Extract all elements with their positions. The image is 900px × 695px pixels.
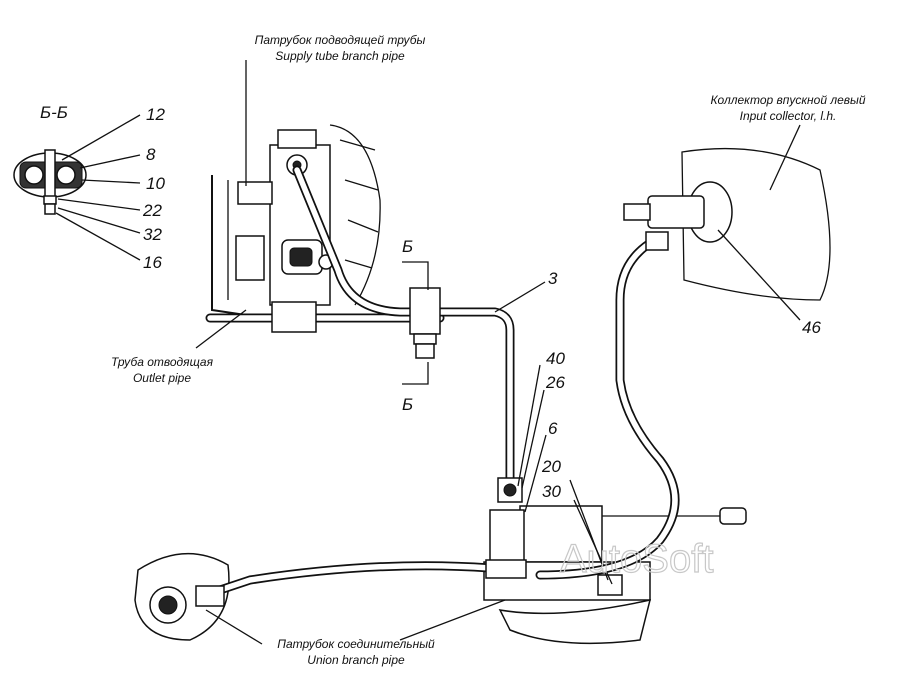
section-detail: Б-Б 12 8 10 22 32 16 bbox=[13, 103, 165, 272]
inlet-fitting bbox=[497, 477, 523, 503]
callout-22: 22 bbox=[142, 201, 162, 220]
callout-16: 16 bbox=[143, 253, 162, 272]
supply-tube: Б Б 3 bbox=[292, 165, 558, 490]
section-label: Б-Б bbox=[40, 103, 68, 122]
pipe-section-left bbox=[24, 165, 44, 185]
watermark: AutoSoft bbox=[560, 537, 713, 581]
leader-46 bbox=[717, 229, 801, 321]
caption-outlet-ru: Труба отводящая bbox=[111, 355, 214, 369]
caption-supply-ru: Патрубок подводящей трубы bbox=[255, 33, 426, 47]
callout-26: 26 bbox=[545, 373, 565, 392]
leader-20 bbox=[569, 479, 609, 581]
housing-cap bbox=[277, 129, 317, 149]
callout-3: 3 bbox=[548, 269, 558, 288]
hose-fitting-left bbox=[195, 585, 225, 607]
pipe-section-right bbox=[56, 165, 76, 185]
union-branch bbox=[134, 552, 527, 641]
caption-outlet-en: Outlet pipe bbox=[133, 371, 191, 385]
glow-plug-tip bbox=[623, 203, 651, 221]
caption-supply-en: Supply tube branch pipe bbox=[275, 49, 405, 63]
callout-20: 20 bbox=[541, 457, 561, 476]
callout-32: 32 bbox=[143, 225, 162, 244]
block-ribs bbox=[339, 139, 379, 269]
leader-26 bbox=[521, 389, 545, 489]
union-fitting-core bbox=[158, 595, 178, 615]
washer bbox=[43, 195, 57, 205]
nut bbox=[44, 203, 56, 215]
tube-clamp bbox=[409, 287, 441, 335]
leader-collector bbox=[769, 124, 801, 191]
clamp-nut bbox=[415, 343, 435, 359]
input-collector: 46 bbox=[535, 147, 831, 580]
hose-fitting-right bbox=[485, 559, 527, 579]
heater-front bbox=[489, 509, 525, 563]
leader-32 bbox=[57, 207, 141, 234]
leader-6 bbox=[524, 434, 547, 513]
callout-12: 12 bbox=[146, 105, 165, 124]
leader-3 bbox=[494, 281, 546, 313]
caption-union-en: Union branch pipe bbox=[307, 653, 405, 667]
callout-8: 8 bbox=[146, 145, 156, 164]
callout-40: 40 bbox=[546, 349, 565, 368]
clamp-washer bbox=[413, 333, 437, 345]
caption-collector-en: Input collector, l.h. bbox=[740, 109, 837, 123]
section-letter-bottom: Б bbox=[402, 395, 413, 414]
union-nut-core bbox=[289, 247, 313, 267]
outlet-flange bbox=[271, 301, 317, 333]
leader-12 bbox=[61, 114, 141, 161]
section-letter-top: Б bbox=[402, 237, 413, 256]
leader-union bbox=[399, 599, 506, 641]
collector-outline bbox=[681, 147, 831, 301]
engine-part-bottom bbox=[498, 599, 652, 645]
heater-body bbox=[519, 505, 603, 563]
leader-40 bbox=[517, 364, 541, 487]
caption-collector-ru: Коллектор впускной левый bbox=[710, 93, 865, 107]
heater-unit: 40 26 6 20 30 bbox=[483, 349, 747, 645]
callout-6: 6 bbox=[548, 419, 558, 438]
inlet-fitting-nut bbox=[503, 483, 517, 497]
leader-22 bbox=[57, 198, 141, 211]
caption-union-ru: Патрубок соединительный bbox=[277, 637, 435, 651]
leader-union-left bbox=[205, 609, 263, 645]
section-mark-top bbox=[402, 261, 429, 290]
fuel-line-fitting bbox=[645, 231, 669, 251]
clamp-spacer bbox=[44, 149, 56, 201]
bracket-nut bbox=[597, 574, 623, 596]
leader-10 bbox=[81, 179, 141, 184]
leader-8 bbox=[79, 154, 141, 169]
glow-plug-body bbox=[647, 195, 705, 229]
callout-46: 46 bbox=[802, 318, 821, 337]
callout-30: 30 bbox=[542, 482, 561, 501]
supply-branch-pipe bbox=[237, 181, 273, 205]
wire-connector bbox=[719, 507, 747, 525]
section-mark-bottom bbox=[402, 362, 429, 385]
leader-outlet bbox=[195, 309, 247, 349]
block-edge-right bbox=[329, 124, 381, 306]
callout-10: 10 bbox=[146, 174, 165, 193]
leader-16 bbox=[55, 212, 141, 261]
plug-bolt bbox=[235, 235, 265, 281]
